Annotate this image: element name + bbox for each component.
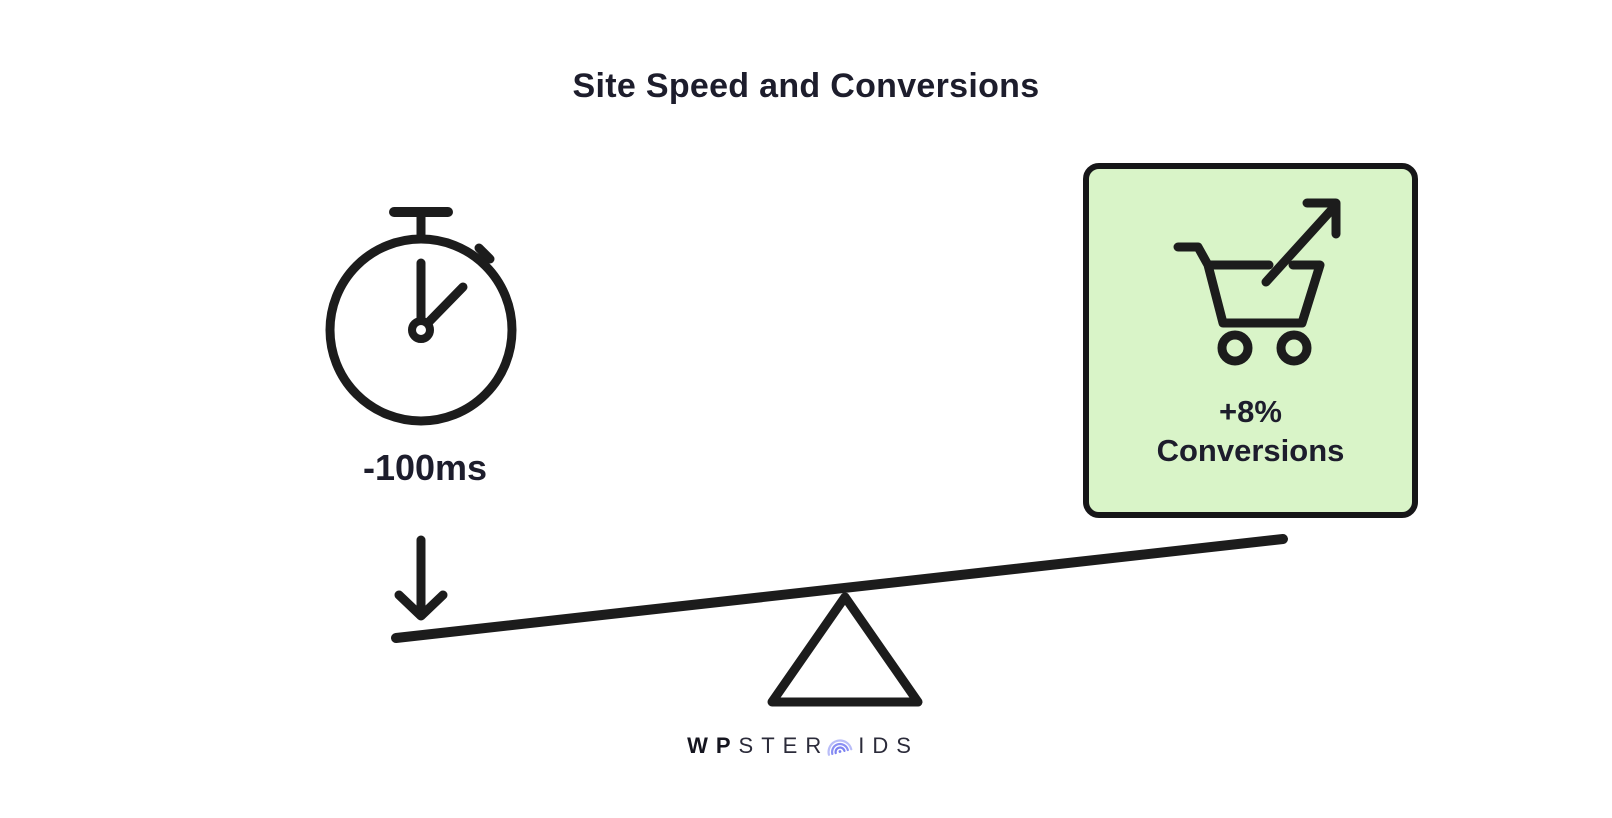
down-arrow-icon [394,535,448,621]
cart-growth-icon [1173,198,1341,366]
concentric-arcs-icon [827,739,853,756]
conversions-card: +8% Conversions [1083,163,1418,518]
logo-prefix: WP [687,733,739,758]
stopwatch-icon [325,207,517,426]
conversion-value: +8% [1219,394,1282,429]
seesaw [391,534,1288,707]
conversion-label: Conversions [1156,433,1345,468]
logo-mid: STER [738,733,830,758]
seesaw-plank [391,534,1288,643]
page-title: Site Speed and Conversions [572,67,1040,105]
seesaw-fulcrum [767,592,923,707]
logo-suffix: IDS [858,733,919,758]
speed-label: -100ms [362,447,488,488]
growth-arrow-icon [1261,198,1341,287]
